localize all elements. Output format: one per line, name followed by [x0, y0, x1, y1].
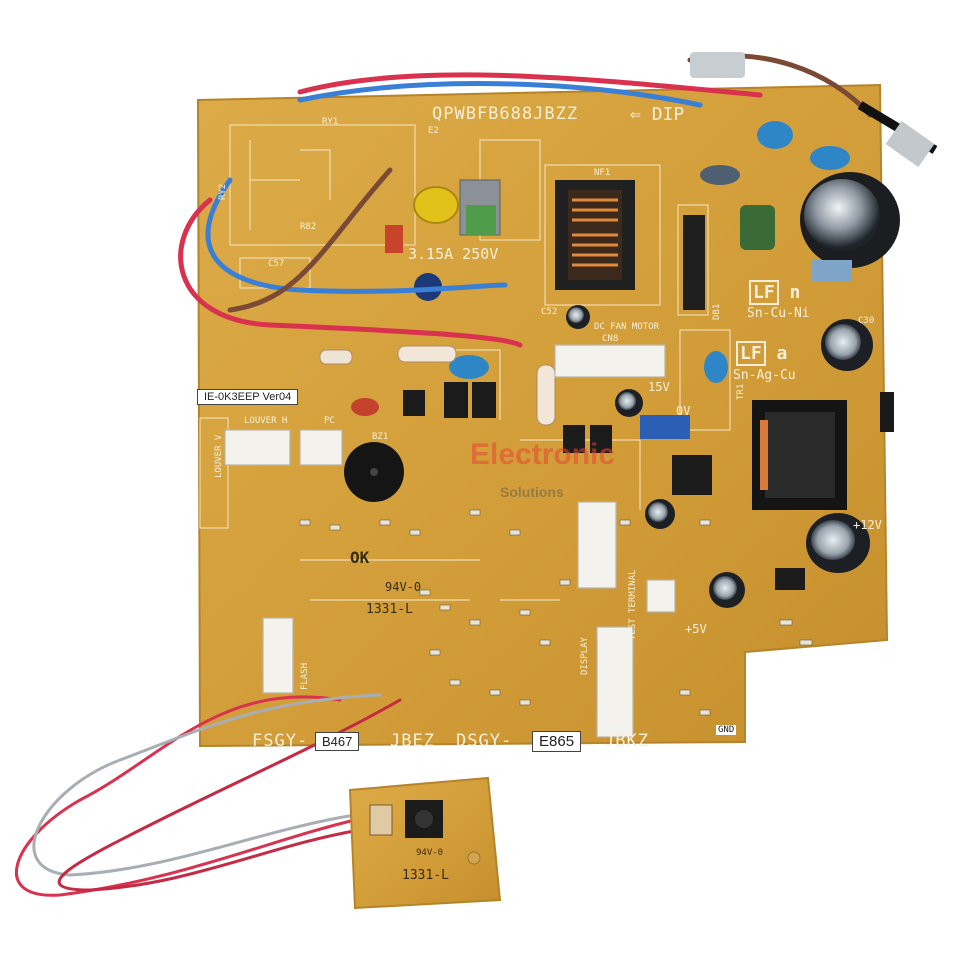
white-resistor-3 — [536, 364, 556, 426]
main-capacitor — [800, 172, 900, 282]
flame-rating-main: 94V-0 — [385, 580, 422, 594]
ref-db1: DB1 — [712, 303, 722, 320]
white-resistor-1 — [319, 349, 353, 365]
dip-marker: ⇐ DIP — [630, 104, 685, 125]
model-right-suffix: JBKZ — [604, 731, 649, 751]
ref-ry2: RY2 — [218, 183, 228, 200]
label-test-terminal: TEST TERMINAL — [628, 569, 638, 640]
lf-n-badge: LF — [749, 280, 779, 305]
model-left-code: B467 — [315, 732, 360, 751]
bridge-rectifier-db1 — [683, 215, 705, 310]
label-flash: FLASH — [300, 662, 310, 690]
gnd-label: GND — [716, 725, 737, 735]
ref-c30: C30 — [858, 316, 875, 326]
date-code-main: 1331-L — [366, 602, 413, 617]
grey-capacitor-block-2 — [466, 205, 496, 235]
voltage-0v: 0V — [676, 404, 691, 418]
lf-a-suffix: a — [776, 343, 788, 364]
label-louver-h: LOUVER H — [244, 416, 288, 426]
watermark-line1: Electronic — [470, 438, 616, 471]
grey-cap — [700, 165, 740, 185]
transformer-tr1 — [752, 400, 847, 510]
ref-r82: R82 — [300, 222, 317, 232]
model-right-prefix: DSGY- — [456, 731, 513, 751]
ref-e2: E2 — [428, 126, 439, 136]
smd-components — [299, 349, 813, 716]
label-display: DISPLAY — [580, 637, 590, 675]
blue-cap-2 — [810, 146, 850, 170]
switch-flame-rating: 94V-0 — [416, 848, 444, 858]
ok-mark: OK — [350, 548, 370, 567]
fuse-rating-label: 3.15A 250V — [408, 245, 499, 263]
lf-a-label: LF a — [736, 341, 788, 366]
white-resistor-2 — [397, 345, 457, 363]
label-louver-v: LOUVER V — [214, 434, 224, 478]
firmware-label: IE-0K3EEP Ver04 — [197, 389, 299, 405]
model-left-prefix: FSGY- — [252, 731, 309, 751]
voltage-5v: +5V — [685, 622, 707, 636]
lf-n-label: LF n — [749, 280, 801, 305]
small-caps — [414, 273, 873, 608]
lf-n-suffix: n — [789, 282, 801, 303]
buzzer-hole — [370, 468, 378, 476]
part-number-label: QPWBFB688JBZZ — [432, 104, 579, 124]
red-cap — [351, 398, 379, 416]
model-left-suffix: JBEZ — [390, 731, 435, 751]
connectors — [224, 344, 676, 738]
ref-c57: C57 — [268, 259, 285, 269]
yellow-varistor — [413, 186, 459, 224]
voltage-12v: +12V — [853, 518, 882, 532]
ref-ry1: RY1 — [322, 117, 339, 127]
lf-a-badge: LF — [736, 341, 766, 366]
watermark-line2: Solutions — [500, 484, 564, 500]
label-pc: PC — [324, 416, 335, 426]
label-dc-fan-motor: DC FAN MOTOR — [594, 322, 660, 332]
switch-date-code: 1331-L — [402, 868, 449, 883]
switch-board — [348, 776, 502, 910]
blue-cap-3 — [449, 355, 489, 379]
ref-c52: C52 — [541, 307, 558, 317]
label-cn8: CN8 — [602, 334, 619, 344]
spade-terminal — [690, 52, 938, 167]
ref-tr1: TR1 — [736, 383, 746, 400]
ref-bz1: BZ1 — [372, 432, 389, 442]
wires — [15, 53, 873, 897]
resistor-block — [385, 225, 403, 253]
ref-nf1: NF1 — [594, 168, 611, 178]
filter-coil-nf1 — [555, 180, 635, 290]
dip-marker-text: DIP — [651, 104, 685, 125]
green-coil — [740, 205, 775, 250]
axial-diode — [880, 392, 894, 432]
ic-chips — [403, 382, 805, 590]
voltage-15v: 15V — [648, 380, 670, 394]
model-right-code: E865 — [532, 731, 582, 752]
blue-cap-1 — [757, 121, 793, 149]
lf-n-alloy: Sn-Cu-Ni — [747, 306, 810, 321]
blue-cap-4 — [704, 351, 728, 383]
lf-a-alloy: Sn-Ag-Cu — [733, 368, 796, 383]
